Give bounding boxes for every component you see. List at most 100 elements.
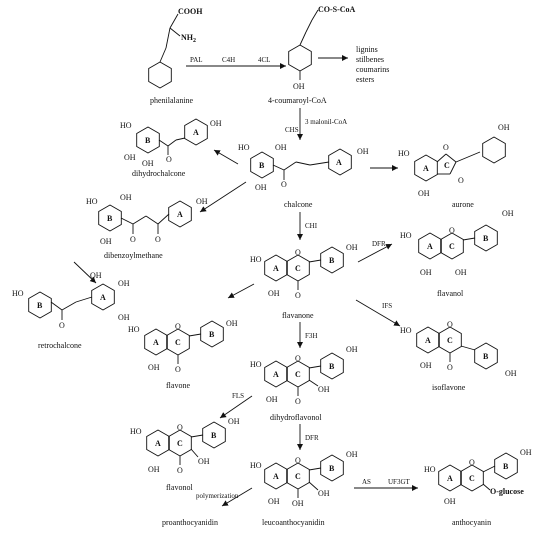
oh-label: OH xyxy=(502,209,514,218)
oh-label: OH xyxy=(505,369,517,378)
oh-label: OH xyxy=(196,197,208,206)
o-label: O xyxy=(175,322,181,331)
oh-label: OH xyxy=(346,345,358,354)
o-label: O xyxy=(295,397,301,406)
aurone-label: aurone xyxy=(452,200,474,209)
as-enzyme-label: AS xyxy=(362,478,371,486)
o-label: O xyxy=(449,226,455,235)
ring-c-label: C xyxy=(175,338,181,347)
proanthocyanidin-label: proanthocyanidin xyxy=(162,518,218,527)
dihydrochalcone-structure: B A HO OH OH OH O xyxy=(120,118,222,168)
retrochalcone-label: retrochalcone xyxy=(38,341,82,350)
nh2-label: NH2 xyxy=(181,33,196,44)
oh-label: OH xyxy=(455,268,467,277)
ring-b-label: B xyxy=(37,301,43,310)
to-dibenzoylmethane-arrow xyxy=(199,181,247,213)
oh-label: OH xyxy=(275,143,287,152)
ring-a-label: A xyxy=(273,370,279,379)
to-flavone-arrow xyxy=(227,283,255,299)
oh-label: OH xyxy=(444,497,456,506)
ho-label: HO xyxy=(250,360,262,369)
dihydroflavonol-label: dihydroflavonol xyxy=(270,413,322,422)
oh-label: OH xyxy=(357,147,369,156)
flavonol-structure: A C B HO O OH OH O OH xyxy=(130,417,240,475)
ring-a-label: A xyxy=(423,164,429,173)
oh-label: OH xyxy=(198,457,210,466)
anthocyanin-label: anthocyanin xyxy=(452,518,491,527)
ring-b-label: B xyxy=(145,136,151,145)
o-label: O xyxy=(443,143,449,152)
malonyl-coa-label: 3 malonil-CoA xyxy=(305,118,347,126)
oh-label: OH xyxy=(318,489,330,498)
oh-label: OH xyxy=(100,237,112,246)
oh-label: OH xyxy=(293,82,305,91)
ho-label: HO xyxy=(120,121,132,130)
esters-label: esters xyxy=(356,75,374,84)
oh-label: OH xyxy=(346,243,358,252)
ring-b-label: B xyxy=(329,362,335,371)
o-label: O xyxy=(447,363,453,372)
o-glucose-label: O-glucose xyxy=(490,487,524,496)
dibenzoylmethane-structure: B A HO OH OH OH O O xyxy=(86,193,208,246)
ring-a-label: A xyxy=(193,128,199,137)
oh-label: OH xyxy=(318,385,330,394)
ho-label: HO xyxy=(400,326,412,335)
o-label: O xyxy=(295,291,301,300)
polymerization-label: polymerization xyxy=(196,492,239,500)
4cl-enzyme-label: 4CL xyxy=(258,56,270,64)
chalcone-structure: B A HO OH OH OH O xyxy=(238,143,369,192)
oh-label: OH xyxy=(498,123,510,132)
ring-c-label: C xyxy=(469,474,475,483)
dfr-enzyme-label: DFR xyxy=(305,434,319,442)
o-label: O xyxy=(469,458,475,467)
oh-label: OH xyxy=(420,268,432,277)
ring-b-label: B xyxy=(209,330,215,339)
leucoanthocyanidin-label: leucoanthocyanidin xyxy=(262,518,325,527)
ring-b-label: B xyxy=(483,352,489,361)
ring-b-label: B xyxy=(483,234,489,243)
oh-label: OH xyxy=(520,448,532,457)
ring-b-label: B xyxy=(503,462,509,471)
ring-a-label: A xyxy=(425,336,431,345)
ring-c-label: C xyxy=(449,242,455,251)
ring-c-label: C xyxy=(295,264,301,273)
ring-c-label: C xyxy=(295,370,301,379)
o-label: O xyxy=(295,456,301,465)
ho-label: HO xyxy=(128,325,140,334)
coumaroyl-coa-structure: CO-S-CoA OH xyxy=(288,5,356,91)
flavanone-label: flavanone xyxy=(282,311,314,320)
leucoanthocyanidin-structure: A C B HO O OH OH OH OH xyxy=(250,450,358,508)
oh-label: OH xyxy=(346,450,358,459)
flavanol-top-label: flavanol xyxy=(437,289,464,298)
o-label: O xyxy=(130,235,136,244)
oh-label: OH xyxy=(120,193,132,202)
phenilalanine-label: phenilalanine xyxy=(150,96,194,105)
ifs-enzyme-label: IFS xyxy=(382,302,392,310)
oh-label: OH xyxy=(226,319,238,328)
flavanol-structure: A C B HO O OH OH OH xyxy=(400,209,514,277)
o-label: O xyxy=(175,365,181,374)
oh-label: OH xyxy=(148,363,160,372)
ring-b-label: B xyxy=(259,161,265,170)
aurone-structure: A C HO O O OH OH xyxy=(398,123,510,198)
co-s-coa-label: CO-S-CoA xyxy=(318,5,356,14)
oh-label: OH xyxy=(210,119,222,128)
oh-label: OH xyxy=(418,189,430,198)
oh-label: OH xyxy=(292,499,304,508)
fls-enzyme-label: FLS xyxy=(232,392,244,400)
ring-b-label: B xyxy=(329,256,335,265)
o-label: O xyxy=(458,176,464,185)
chs-enzyme-label: CHS xyxy=(285,126,299,134)
coumarins-label: coumarins xyxy=(356,65,389,74)
ring-a-label: A xyxy=(155,439,161,448)
ho-label: HO xyxy=(238,143,250,152)
ifs-arrow xyxy=(355,299,401,327)
o-label: O xyxy=(166,155,172,164)
ring-b-label: B xyxy=(107,214,113,223)
o-label: O xyxy=(59,321,65,330)
o-label: O xyxy=(295,354,301,363)
ring-a-label: A xyxy=(177,210,183,219)
ring-c-label: C xyxy=(177,439,183,448)
ho-label: HO xyxy=(250,461,262,470)
isoflavone-label: isoflavone xyxy=(432,383,466,392)
